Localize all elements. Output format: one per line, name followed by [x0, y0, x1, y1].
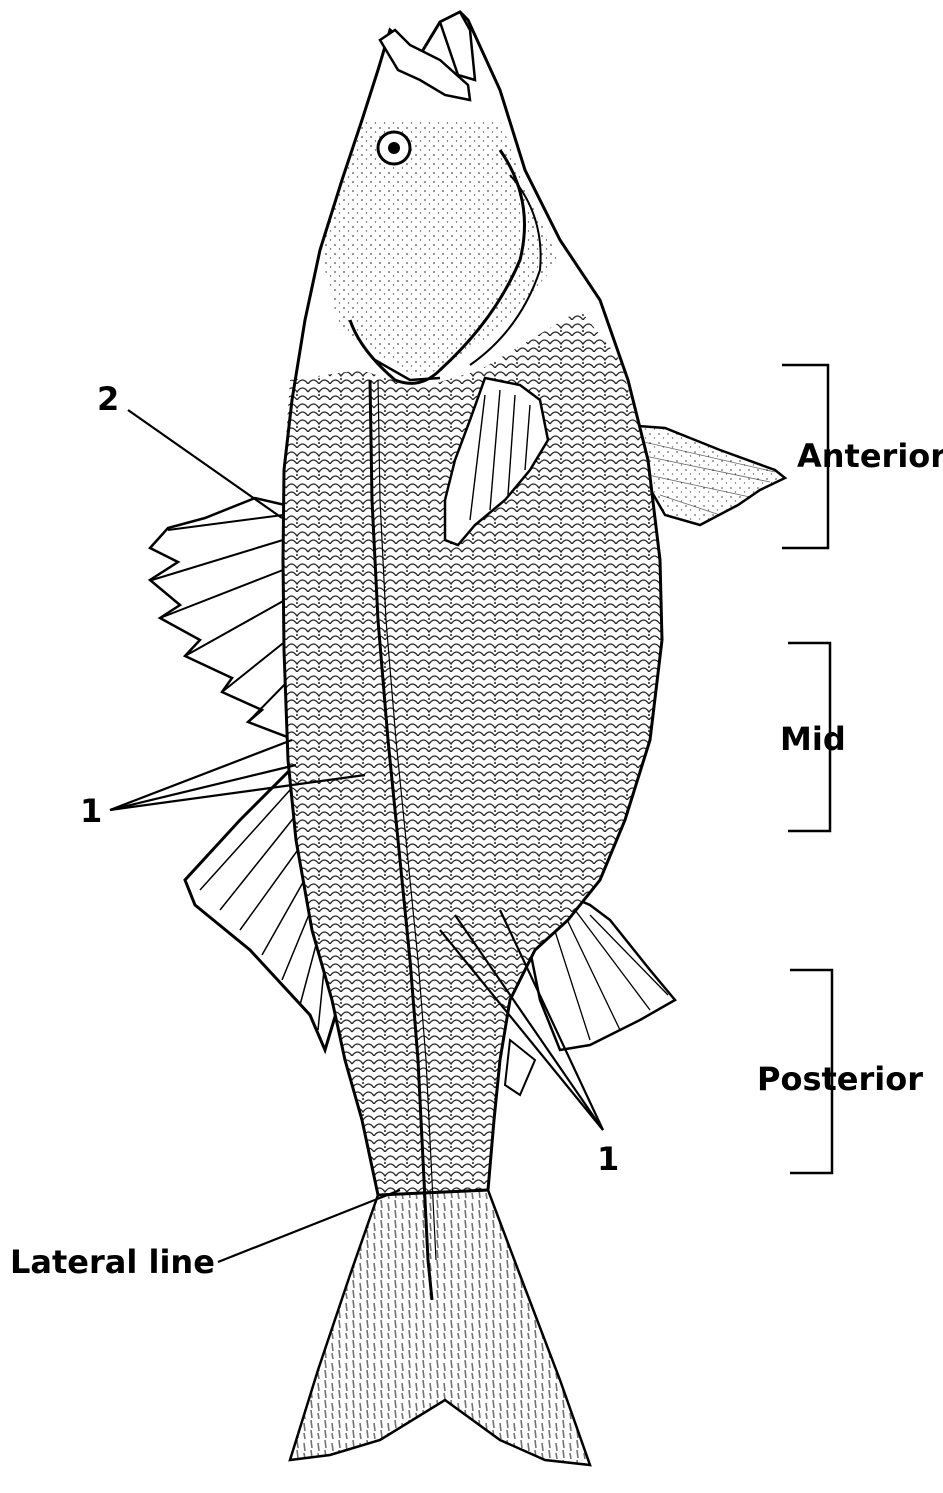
caudal-fin — [290, 1190, 590, 1465]
right-scale-label: 1 — [597, 1140, 619, 1178]
anterior-label: Anterior — [797, 437, 943, 475]
dorsal-scale-label: 2 — [97, 380, 119, 418]
posterior-label: Posterior — [757, 1060, 923, 1098]
lateral-line-label: Lateral line — [10, 1243, 215, 1281]
mid-label: Mid — [780, 720, 846, 758]
left-scale-label: 1 — [80, 792, 102, 830]
region-brackets — [782, 365, 832, 1173]
dorsal-fin — [150, 498, 290, 738]
